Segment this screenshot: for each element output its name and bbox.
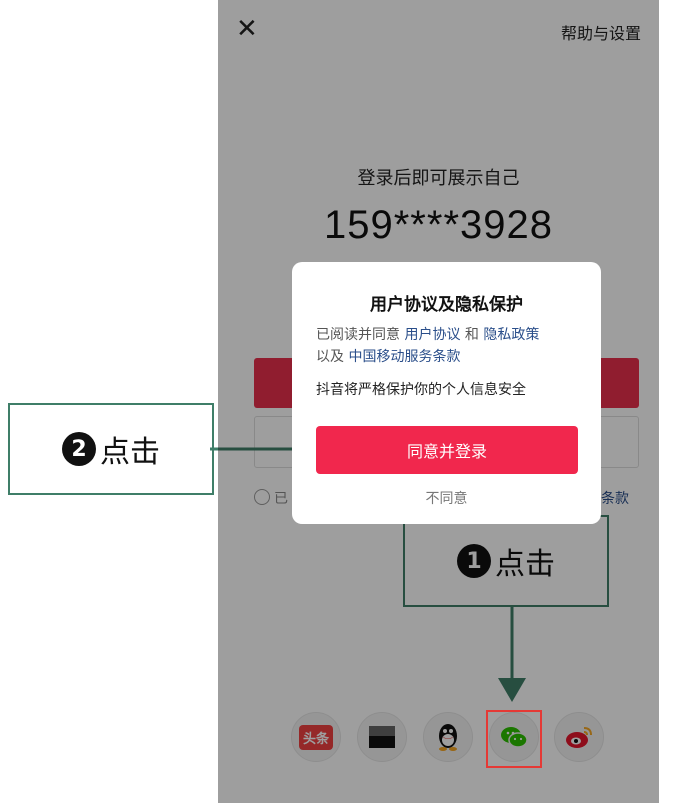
qq-icon[interactable] [423, 712, 473, 762]
agree-checkbox-row[interactable]: 已 [254, 488, 288, 508]
also-text: 以及 [316, 349, 344, 365]
social-login-row: 头条 [218, 712, 659, 762]
agree-login-button[interactable]: 同意并登录 [316, 426, 578, 474]
help-settings-link[interactable]: 帮助与设置 [560, 24, 641, 43]
phone-number: 159****3928 [324, 203, 553, 247]
close-icon[interactable]: ✕ [236, 14, 258, 44]
toutiao-icon[interactable]: 头条 [291, 712, 341, 762]
cmcc-terms-link[interactable]: 中国移动服务条款 [348, 349, 461, 365]
step2-number: 2 [62, 432, 96, 466]
terms-link[interactable]: 条款 [601, 491, 629, 507]
security-note: 抖音将严格保护你的个人信息安全 [316, 382, 526, 398]
privacy-policy-link[interactable]: 隐私政策 [483, 327, 540, 343]
toutiao-badge: 头条 [298, 724, 333, 750]
step2-text: 点击 [100, 435, 160, 470]
user-agreement-link[interactable]: 用户协议 [404, 327, 461, 343]
privacy-dialog: 用户协议及隐私保护 已阅读并同意 用户协议 和 隐私政策 以及 中国移动服务条款… [292, 262, 601, 524]
weibo-icon[interactable] [554, 712, 604, 762]
wechat-highlight-box [486, 710, 542, 768]
login-subtitle: 登录后即可展示自己 [357, 168, 520, 189]
agree-text: 已阅读并同意 [316, 327, 400, 343]
step1-text: 点击 [495, 547, 555, 582]
agree-prefix: 已 [274, 491, 288, 507]
step1-number: 1 [457, 544, 491, 578]
agree-radio[interactable] [254, 489, 270, 505]
decline-button[interactable]: 不同意 [425, 491, 468, 507]
black-square-icon[interactable] [357, 712, 407, 762]
wechat-icon[interactable] [489, 712, 539, 762]
and-text: 和 [464, 327, 479, 343]
dialog-body: 已阅读并同意 用户协议 和 隐私政策 以及 中国移动服务条款 [316, 324, 587, 368]
phone-screen: ✕ 帮助与设置 登录后即可展示自己 159****3928 已 条款 头条 [218, 0, 659, 803]
dialog-title: 用户协议及隐私保护 [370, 295, 523, 315]
